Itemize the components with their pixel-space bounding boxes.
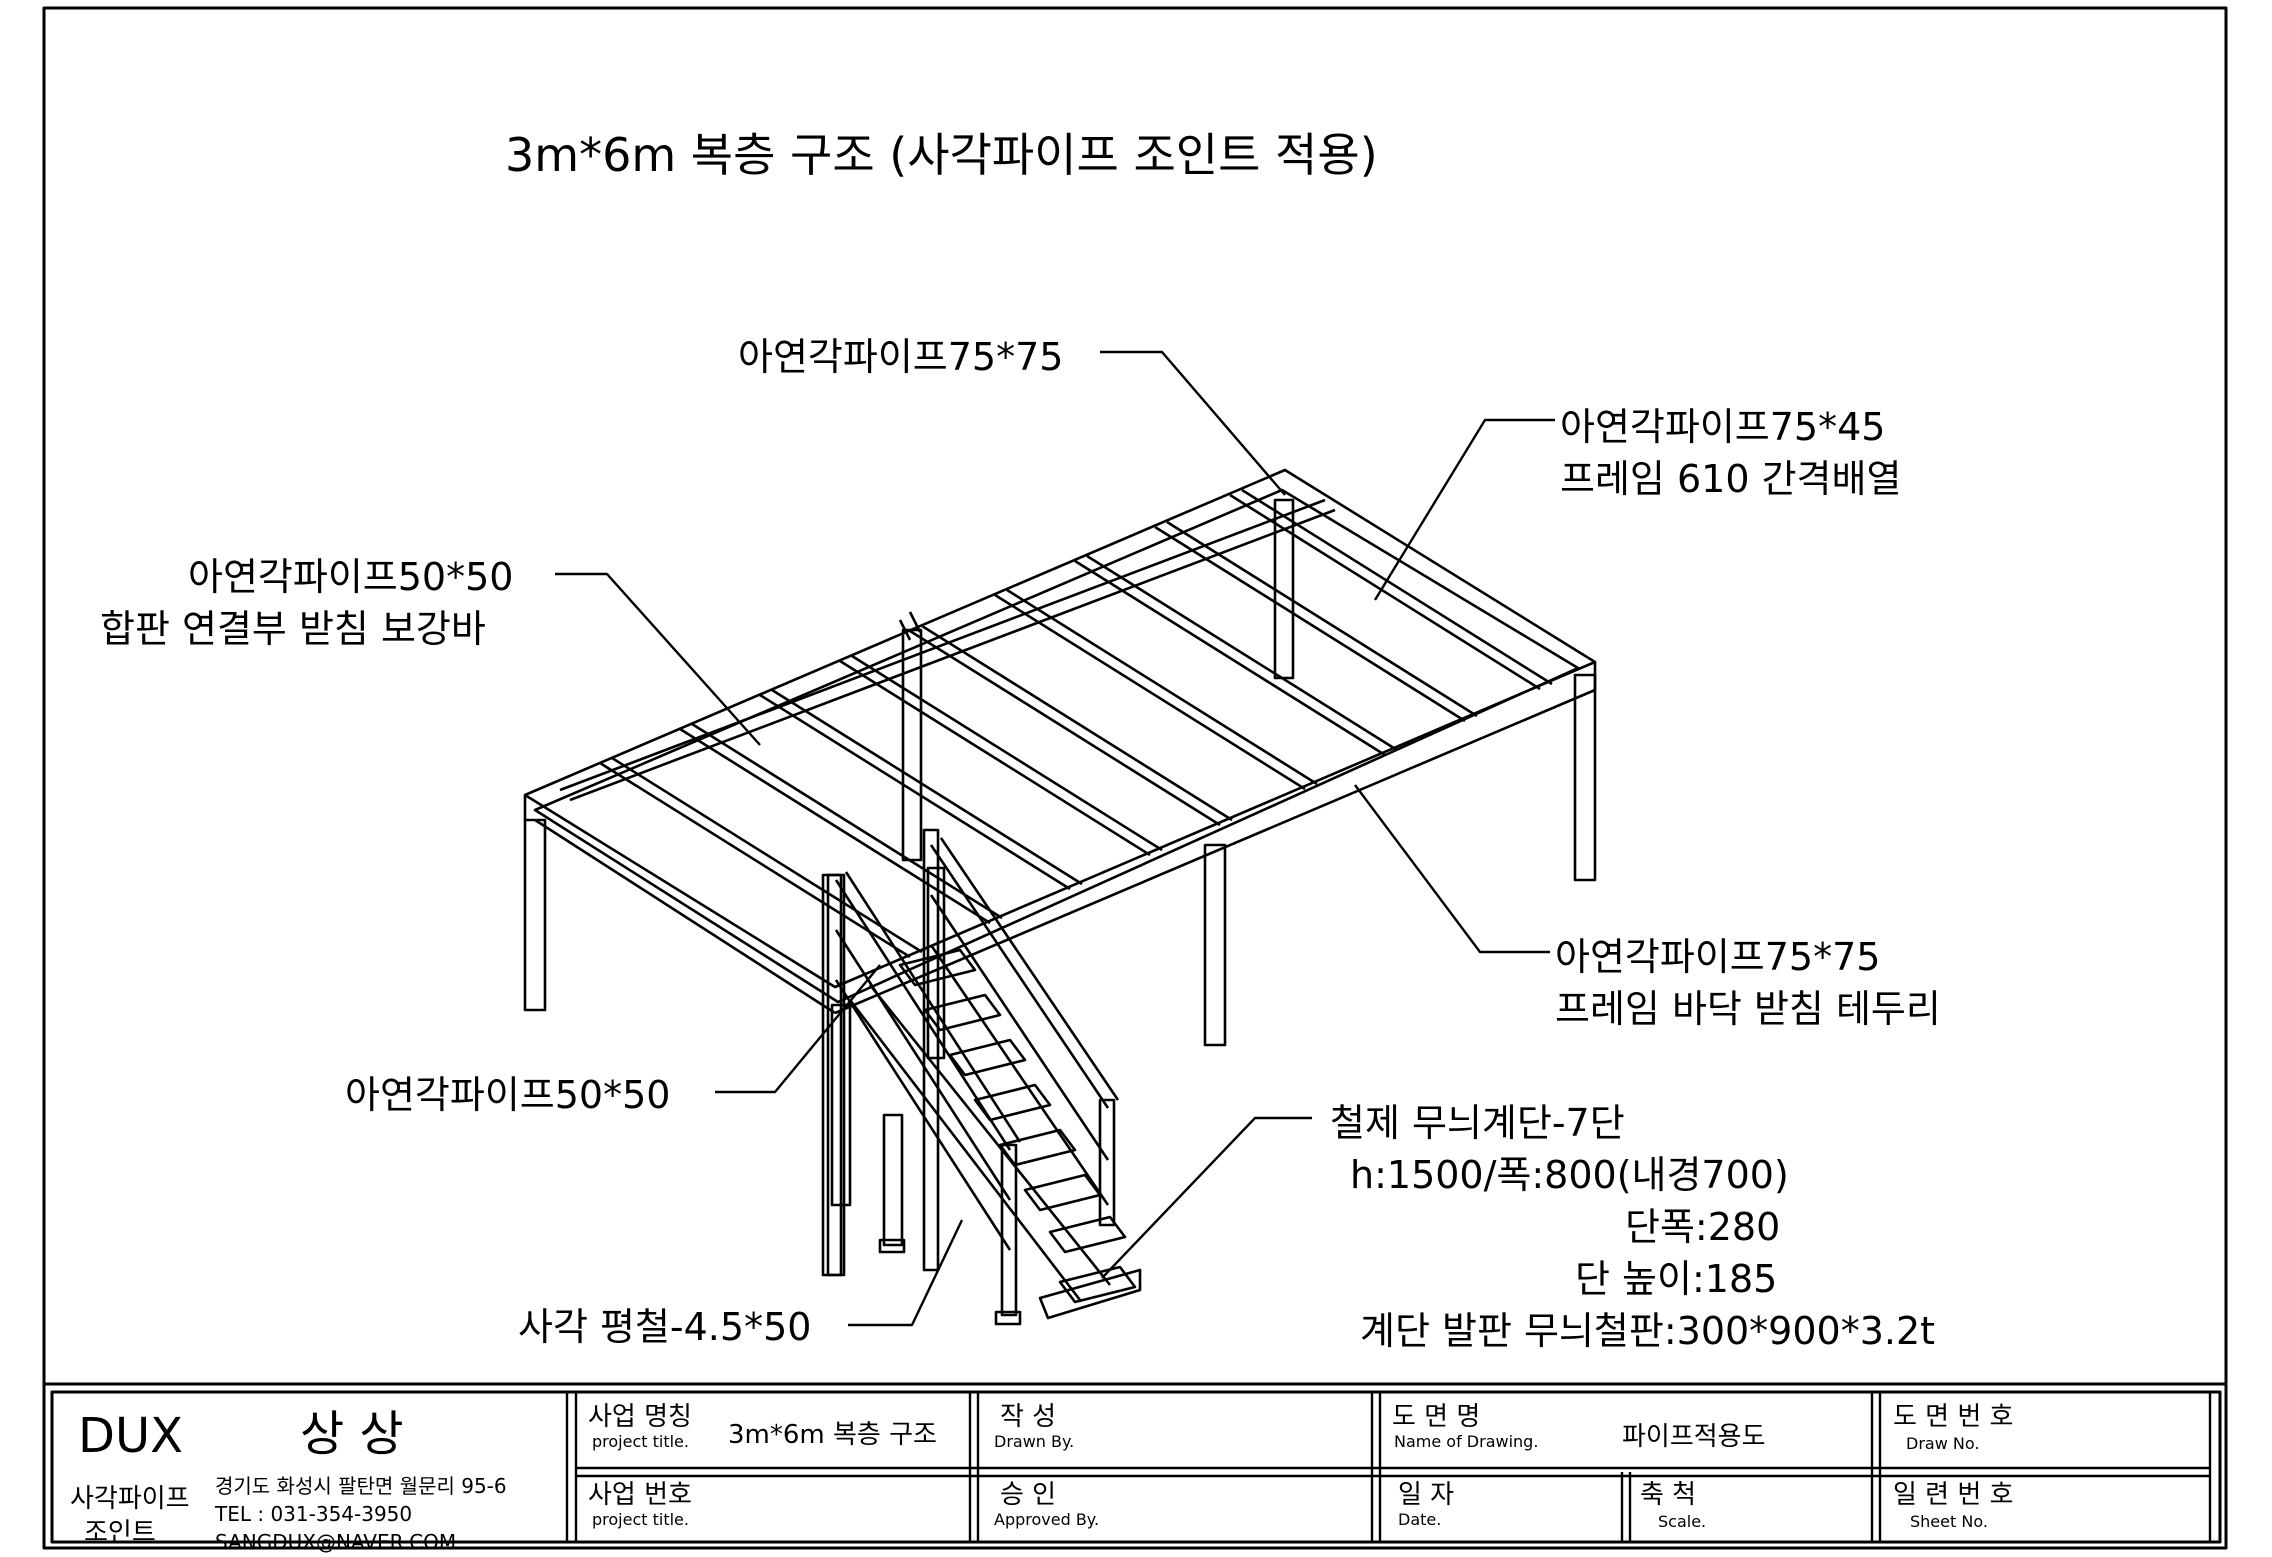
company-email: SANGDUX@NAVER.COM [215, 1530, 457, 1554]
company-tel: TEL : 031-354-3950 [215, 1502, 413, 1526]
project-no-label: 사업 번호 [588, 1480, 692, 1510]
callout-flatbar: 사각 평철-4.5*50 [518, 1305, 812, 1349]
outer-border [42, 6, 2228, 1550]
title-block-grid [565, 1392, 2212, 1542]
sheet-no-label: 일 련 번 호 [1893, 1480, 2014, 1510]
drawing-name-value: 파이프적용도 [1622, 1422, 1766, 1452]
draw-no-label: 도 면 번 호 [1893, 1402, 2014, 1432]
callout-rebar-line1: 아연각파이프50*50 [188, 555, 514, 599]
callout-rebar-line2: 합판 연결부 받침 보강바 [100, 607, 486, 651]
brand-line2: 조인트 [84, 1518, 156, 1548]
rear-posts [901, 498, 1295, 862]
drawing-name-label: 도 면 명 [1392, 1402, 1481, 1432]
callout-joist-line1: 아연각파이프75*45 [1560, 405, 1886, 449]
project-name-label: 사업 명칭 [588, 1402, 692, 1432]
title-block-frame [50, 1390, 2222, 1544]
centre-beam [559, 498, 1336, 802]
front-posts [523, 673, 1597, 1277]
staircase [826, 828, 1142, 1326]
drawing-name-sub: Name of Drawing. [1394, 1432, 1539, 1451]
draw-no-sub: Draw No. [1906, 1434, 1980, 1453]
scale-sub: Scale. [1658, 1512, 1707, 1531]
callout-stair-line1: 철제 무늬계단-7단 [1330, 1101, 1625, 1145]
callout-stair-line2: h:1500/폭:800(내경700) [1350, 1153, 1789, 1197]
project-no-sub: project title. [592, 1510, 689, 1529]
company-logo-text: DUX [78, 1408, 183, 1464]
scale-label: 축 척 [1640, 1480, 1697, 1510]
callout-stair-line3: 단폭:280 [1625, 1205, 1781, 1249]
leader-lines [555, 350, 1555, 1327]
approved-by-label: 승 인 [1000, 1480, 1057, 1510]
drawing-title: 3m*6m 복층 구조 (사각파이프 조인트 적용) [505, 128, 1378, 182]
sheet-no-sub: Sheet No. [1910, 1512, 1988, 1531]
drawn-by-label: 작 성 [1000, 1402, 1057, 1432]
callout-stair-post: 아연각파이프50*50 [345, 1073, 671, 1117]
callout-stair-line4: 단 높이:185 [1575, 1257, 1778, 1301]
company-address: 경기도 화성시 팔탄면 월문리 95-6 [215, 1474, 507, 1498]
brand-line1: 사각파이프 [70, 1484, 190, 1514]
callout-joist-line2: 프레임 610 간격배열 [1560, 457, 1902, 501]
company-name: 상 상 [300, 1406, 404, 1462]
project-name-sub: project title. [592, 1432, 689, 1451]
platform-frame [523, 468, 1597, 1277]
date-label: 일 자 [1398, 1480, 1455, 1510]
project-name-value: 3m*6m 복층 구조 [728, 1420, 937, 1450]
stair-steps [898, 948, 1142, 1320]
callout-stair-line5: 계단 발판 무늬철판:300*900*3.2t [1360, 1309, 1936, 1353]
drawn-by-sub: Drawn By. [994, 1432, 1075, 1451]
approved-by-sub: Approved By. [994, 1510, 1100, 1529]
date-sub: Date. [1398, 1510, 1442, 1529]
callout-edge-line1: 아연각파이프75*75 [1555, 935, 1881, 979]
callout-edge-line2: 프레임 바닥 받침 테두리 [1555, 987, 1941, 1031]
callout-top-post: 아연각파이프75*75 [738, 335, 1064, 379]
